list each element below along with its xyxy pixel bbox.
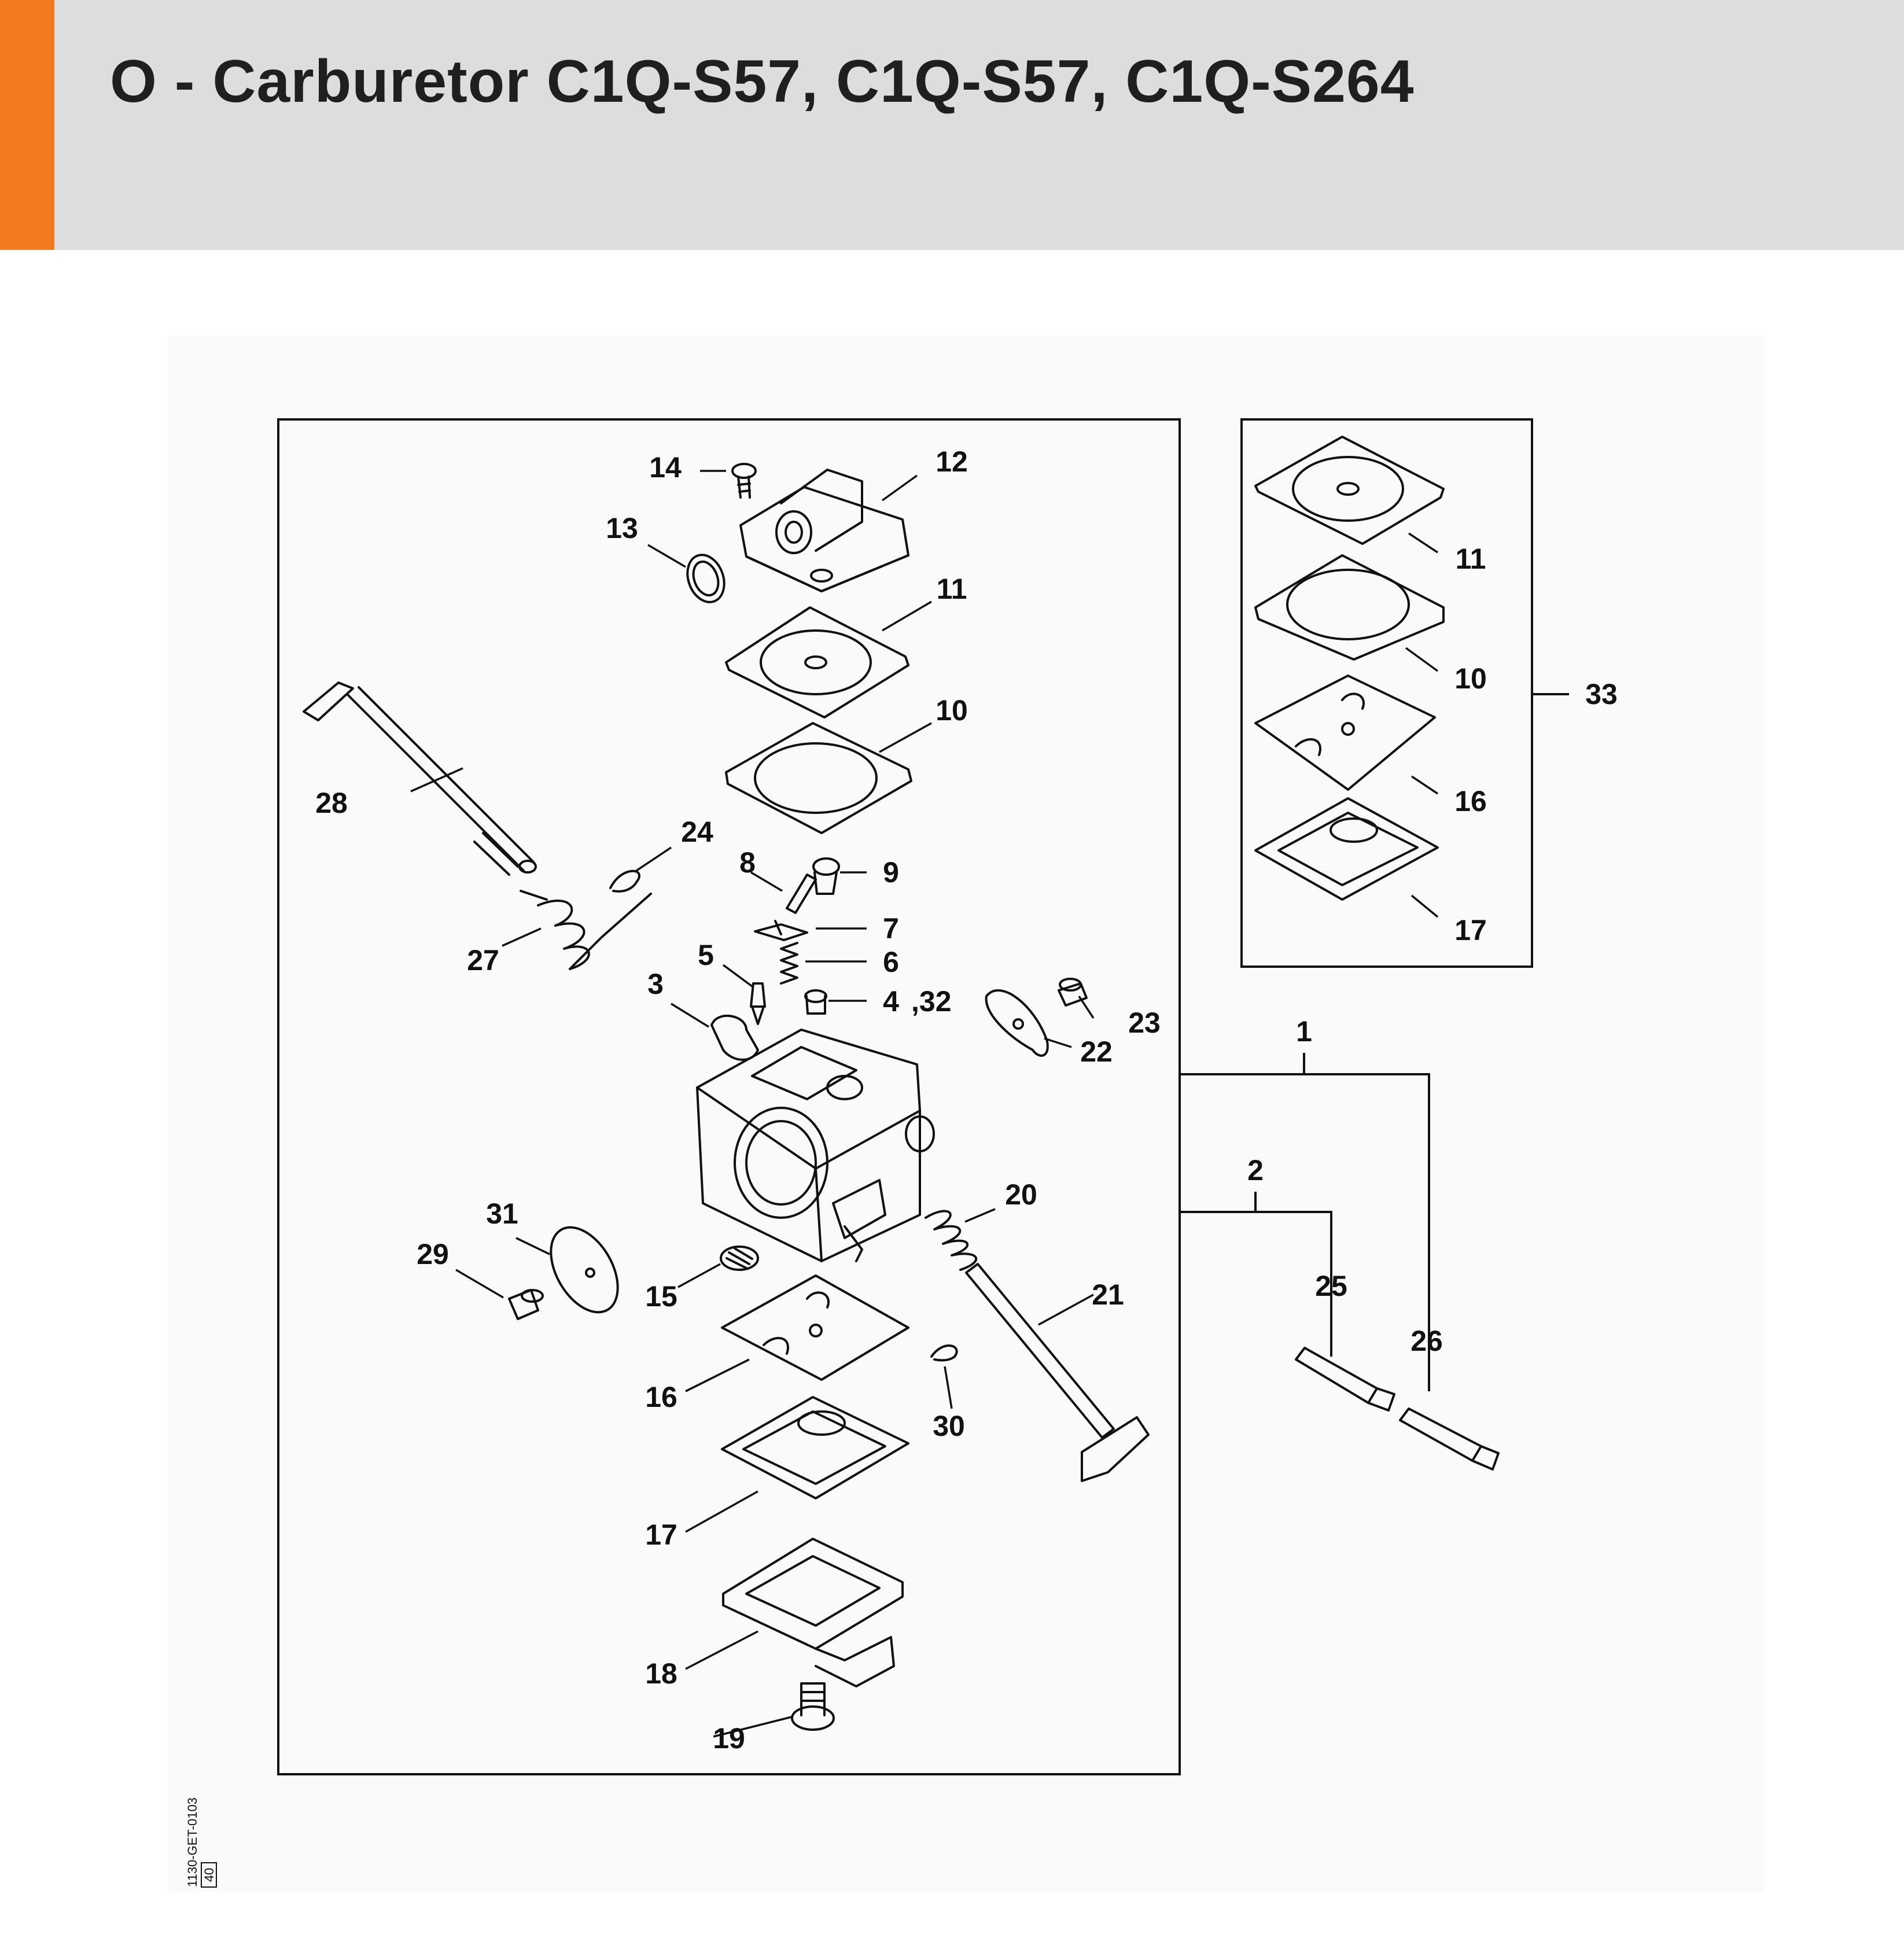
label-27: 27 (467, 944, 499, 976)
kit-label-11: 11 (1456, 543, 1486, 575)
label-22: 22 (1080, 1036, 1113, 1068)
label-7: 7 (883, 912, 899, 945)
kit-label-17: 17 (1454, 914, 1487, 946)
part-24-clip (609, 869, 640, 893)
part-4-fitting (804, 989, 827, 1015)
label-19: 19 (713, 1722, 745, 1755)
kit-part-16-diaphragm (1254, 675, 1436, 791)
part-10-gasket (725, 722, 912, 834)
part-23-screw (1058, 978, 1088, 1007)
label-24: 24 (681, 816, 713, 848)
part-25-adjusting-screw (1295, 1347, 1395, 1412)
part-12-cover (739, 469, 909, 592)
label-16: 16 (645, 1381, 677, 1413)
leader-lines (410, 470, 1439, 1738)
label-1: 1 (1296, 1015, 1312, 1048)
part-18-metering-cover (722, 1538, 904, 1687)
label-4: 4 (883, 985, 899, 1018)
part-15-screen (720, 1246, 759, 1271)
part-21-choke-shaft (965, 1263, 1150, 1482)
drawing-code: 1130-GET-0103 40 (185, 1797, 217, 1888)
label-3: 3 (647, 968, 664, 1000)
part-29-screw (508, 1289, 544, 1320)
part-5-inlet-needle (750, 982, 766, 1025)
part-20-spring (925, 1210, 977, 1271)
label-18: 18 (645, 1657, 677, 1690)
part-22-plate (985, 989, 1049, 1057)
part-11-diaphragm (725, 606, 909, 718)
label-13: 13 (606, 512, 638, 544)
part-7-lever (754, 920, 808, 941)
label-21: 21 (1092, 1278, 1124, 1311)
label-23: 23 (1128, 1007, 1161, 1039)
carburetor-body (696, 1029, 935, 1262)
part-26-adjusting-screw (1399, 1407, 1500, 1471)
label-14: 14 (649, 451, 682, 484)
part-31-plate (550, 1226, 619, 1314)
label-6: 6 (883, 946, 899, 978)
label-25: 25 (1315, 1270, 1347, 1302)
kit-part-11-diaphragm (1254, 436, 1445, 545)
label-15: 15 (645, 1280, 677, 1313)
label-8: 8 (739, 846, 756, 879)
part-9-screw (812, 857, 840, 895)
kit-label-10: 10 (1454, 662, 1487, 695)
part-17-gasket (721, 1396, 909, 1499)
callout-labels: 1 2 3 4 ,32 5 6 7 8 9 10 11 12 13 14 15 … (315, 445, 1618, 1755)
part-19-screw (791, 1682, 835, 1731)
bracket-1 (1180, 1053, 1430, 1391)
part-3-plug (710, 1015, 759, 1061)
label-2: 2 (1247, 1154, 1264, 1186)
part-13-o-ring (686, 554, 725, 603)
page-title: O - Carburetor C1Q-S57, C1Q-S57, C1Q-S26… (110, 48, 1415, 115)
part-30-clip (930, 1344, 958, 1362)
bracket-2 (1180, 1192, 1332, 1357)
header-bar: O - Carburetor C1Q-S57, C1Q-S57, C1Q-S26… (0, 0, 1904, 250)
label-30: 30 (933, 1410, 965, 1442)
label-10: 10 (936, 694, 968, 727)
label-20: 20 (1005, 1178, 1037, 1211)
label-11: 11 (937, 573, 967, 605)
kit-part-10-gasket (1254, 554, 1445, 661)
label-29: 29 (417, 1238, 449, 1270)
part-6-spring (780, 942, 798, 985)
kit-part-17-gasket (1254, 797, 1439, 901)
label-12: 12 (936, 445, 968, 478)
page-ref-text: 40 (202, 1868, 216, 1882)
label-26: 26 (1410, 1325, 1443, 1357)
drawing-code-text: 1130-GET-0103 (185, 1797, 200, 1887)
part-14-screw (731, 463, 757, 499)
label-5: 5 (698, 939, 714, 971)
part-16-metering-diaphragm (721, 1274, 909, 1381)
label-9: 9 (883, 856, 899, 889)
kit-label-16: 16 (1454, 785, 1487, 817)
label-31: 31 (486, 1197, 518, 1230)
label-17: 17 (645, 1519, 677, 1551)
main-assembly-frame (277, 418, 1181, 1775)
label-33: 33 (1585, 678, 1618, 710)
part-27-spring (520, 890, 652, 970)
label-4-32: ,32 (911, 985, 952, 1018)
label-28: 28 (315, 787, 348, 819)
accent-stripe (0, 0, 54, 250)
